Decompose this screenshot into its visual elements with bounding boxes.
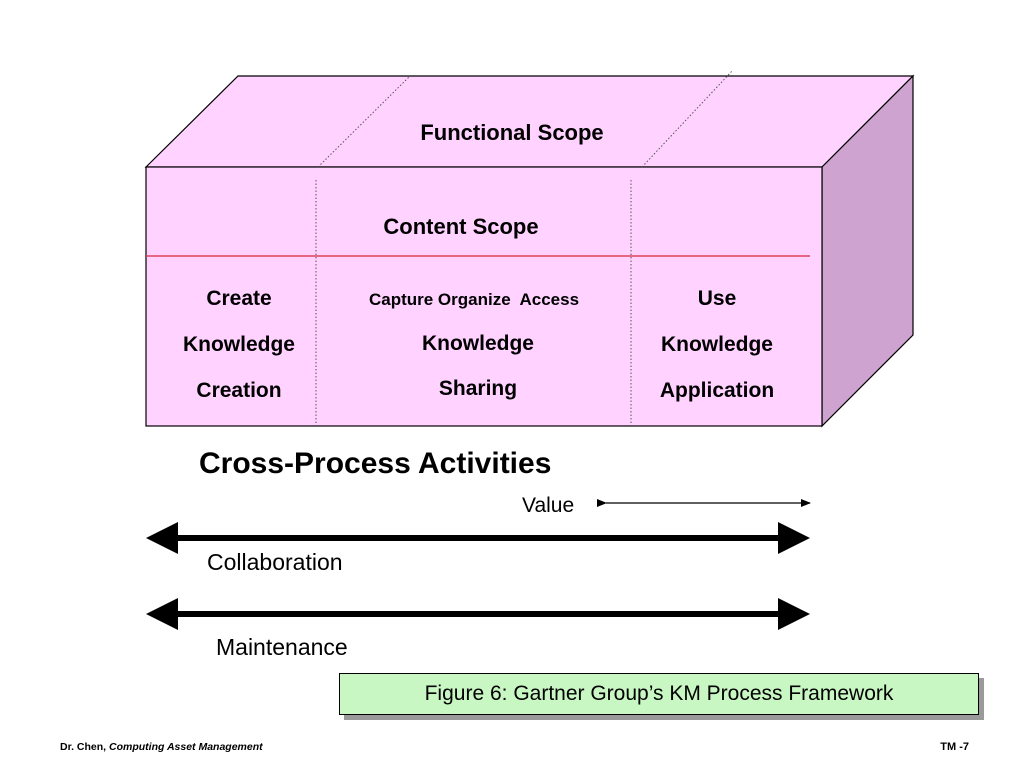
km-framework-diagram: Functional Scope Content Scope Create Kn… [144, 69, 915, 660]
maintenance-arrow [146, 598, 810, 630]
functional-scope-label: Functional Scope [420, 120, 603, 145]
top-dotted-divider-right [641, 69, 734, 168]
box-front-face [145, 166, 823, 427]
col3-line1: Use [698, 287, 737, 310]
col2-line1: Capture Organize Access [369, 290, 579, 309]
col1-line2: Knowledge [183, 333, 295, 356]
collaboration-arrow [146, 522, 810, 554]
col2-line2: Knowledge [422, 332, 534, 355]
figure-caption-text: Figure 6: Gartner Group’s KM Process Fra… [424, 682, 894, 705]
collaboration-label: Collaboration [207, 549, 343, 575]
col1-line3: Creation [196, 379, 281, 402]
value-label: Value [522, 494, 574, 517]
footer-author: Dr. Chen, [60, 741, 107, 753]
figure-caption: Figure 6: Gartner Group’s KM Process Fra… [339, 673, 979, 715]
top-dotted-divider-left [317, 75, 411, 168]
footer-course: Computing Asset Management [109, 741, 263, 753]
col2-line3: Sharing [439, 377, 517, 400]
footer-credit: Dr. Chen, Computing Asset Management [60, 741, 263, 753]
col1-line1: Create [206, 287, 271, 310]
col3-line2: Knowledge [661, 333, 773, 356]
page-number: TM -7 [940, 741, 969, 753]
content-scope-label: Content Scope [383, 214, 538, 239]
cross-process-title: Cross-Process Activities [199, 447, 551, 480]
maintenance-label: Maintenance [216, 634, 348, 660]
col3-line3: Application [660, 379, 774, 402]
